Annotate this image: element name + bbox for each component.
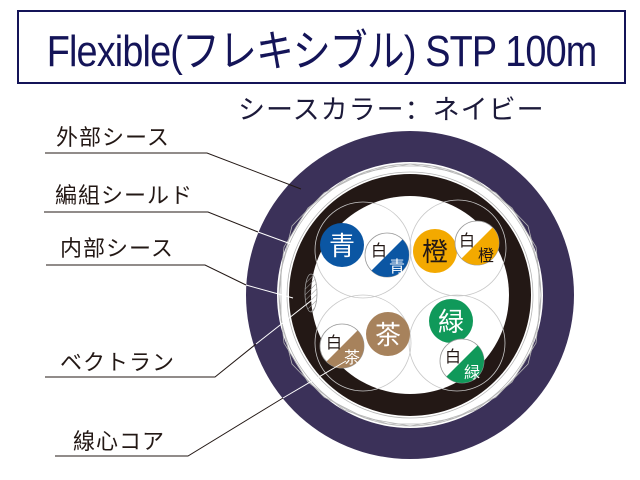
core-brown xyxy=(366,312,410,356)
core-green-label: 緑 xyxy=(438,308,464,338)
label-core: 線心コア xyxy=(73,430,166,455)
leader-outer-sheath xyxy=(45,152,302,190)
title-box: Flexible(フレキシブル) STP 100m xyxy=(17,10,626,84)
core-orange-label: 橙 xyxy=(422,238,448,268)
core-white-orange-label: 白 xyxy=(459,231,475,250)
leader-core xyxy=(55,397,284,457)
core-white-brown-stripe-label: 茶 xyxy=(344,348,360,367)
core-white-blue-label: 白 xyxy=(371,241,387,260)
label-vectran: ベクトラン xyxy=(60,351,176,376)
pair-outlines xyxy=(314,199,507,392)
core-white-brown-label: 白 xyxy=(326,333,342,352)
leader-inner-sheath xyxy=(46,264,247,286)
label-inner-sheath: 内部シース xyxy=(60,237,174,262)
pair-brown: 茶 白 茶 xyxy=(319,312,410,369)
pair-green: 緑 白 緑 xyxy=(429,299,485,384)
vectran-fiber xyxy=(304,273,318,313)
core-white-green-stripe-label: 緑 xyxy=(464,363,480,382)
braid-pattern xyxy=(278,163,542,427)
core-white-blue-stripe-label: 青 xyxy=(389,257,405,276)
core-green xyxy=(429,299,473,343)
core-blue-label: 青 xyxy=(329,232,355,262)
label-outer-sheath: 外部シース xyxy=(56,126,170,151)
sheath-color-caption: シースカラー：ネイビー xyxy=(238,95,545,126)
leader-lines xyxy=(44,152,347,457)
leader-braided-shield xyxy=(44,211,259,233)
core-white-orange-stripe-label: 橙 xyxy=(478,246,494,265)
title: Flexible(フレキシブル) STP 100m xyxy=(46,27,598,76)
leader-vectran xyxy=(45,343,257,378)
pair-orange: 橙 白 橙 xyxy=(413,220,500,273)
core-brown-label: 茶 xyxy=(375,321,401,351)
pair-blue: 青 白 青 xyxy=(320,223,410,278)
core-orange xyxy=(413,229,457,273)
core-white-green-label: 白 xyxy=(445,347,461,366)
core-blue xyxy=(320,223,364,267)
label-braided-shield: 編組シールド xyxy=(55,184,194,209)
